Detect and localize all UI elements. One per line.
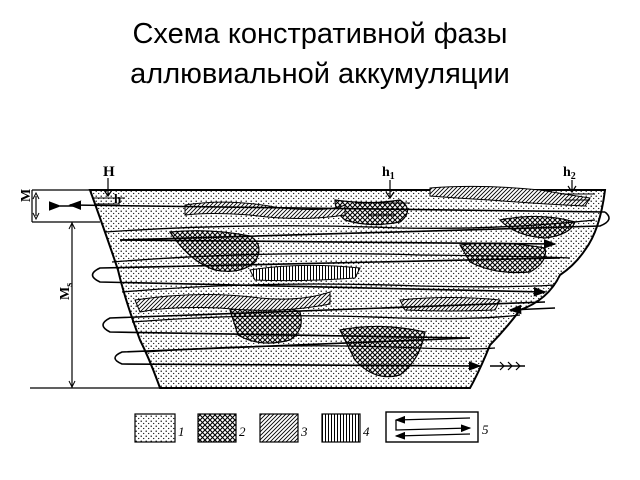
gravel-lens-5 bbox=[339, 325, 426, 378]
flow-arrows-icon bbox=[394, 415, 472, 440]
level-marker-H bbox=[103, 178, 113, 198]
gravel-lens-2 bbox=[334, 199, 409, 226]
boundary-line-3 bbox=[121, 283, 556, 293]
feathered-arrow-icon bbox=[490, 361, 525, 371]
legend-num-5: 5 bbox=[482, 422, 489, 437]
loam-layer-3 bbox=[429, 185, 591, 207]
boundary-line-4 bbox=[131, 314, 521, 323]
label-h1: h1 bbox=[382, 165, 395, 182]
legend-swatch-3 bbox=[259, 413, 299, 443]
loam-layer-2 bbox=[134, 291, 331, 313]
level-marker-h1 bbox=[385, 180, 395, 200]
loam-layer-1 bbox=[184, 201, 346, 219]
channel-water-h2 bbox=[560, 193, 595, 201]
level-marker-h2 bbox=[567, 180, 577, 194]
legend-swatch-2 bbox=[197, 413, 237, 443]
legend-swatch-1 bbox=[134, 413, 176, 443]
legend-num-3: 3 bbox=[300, 424, 308, 439]
flow-arrows bbox=[48, 200, 610, 371]
label-Ms: Ms bbox=[58, 283, 75, 300]
clay-lens-1 bbox=[249, 264, 361, 282]
legend: 1 2 3 4 5 bbox=[134, 411, 489, 443]
scale-bars bbox=[30, 189, 160, 389]
alluvial-accumulation-diagram: H h h1 h2 M Ms 1 2 3 4 5 bbox=[19, 164, 610, 443]
legend-swatch-4 bbox=[321, 413, 361, 443]
boundary-line-2 bbox=[111, 252, 571, 263]
legend-num-4: 4 bbox=[363, 424, 370, 439]
slide-title: Схема констративной фазы аллювиальной ак… bbox=[0, 14, 640, 94]
label-h2: h2 bbox=[563, 165, 576, 182]
title-line-1: Схема констративной фазы bbox=[132, 18, 508, 50]
loam-layer-4 bbox=[399, 297, 501, 312]
legend-num-1: 1 bbox=[178, 424, 185, 439]
label-M: M bbox=[19, 189, 34, 202]
label-H: H bbox=[103, 164, 115, 180]
boundary-line-1 bbox=[104, 219, 596, 233]
legend-num-2: 2 bbox=[239, 424, 246, 439]
label-h: h bbox=[114, 191, 122, 206]
title-line-2: аллювиальной аккумуляции bbox=[130, 58, 510, 90]
channel-water-h bbox=[92, 197, 125, 205]
legend-swatch-5 bbox=[385, 411, 479, 443]
